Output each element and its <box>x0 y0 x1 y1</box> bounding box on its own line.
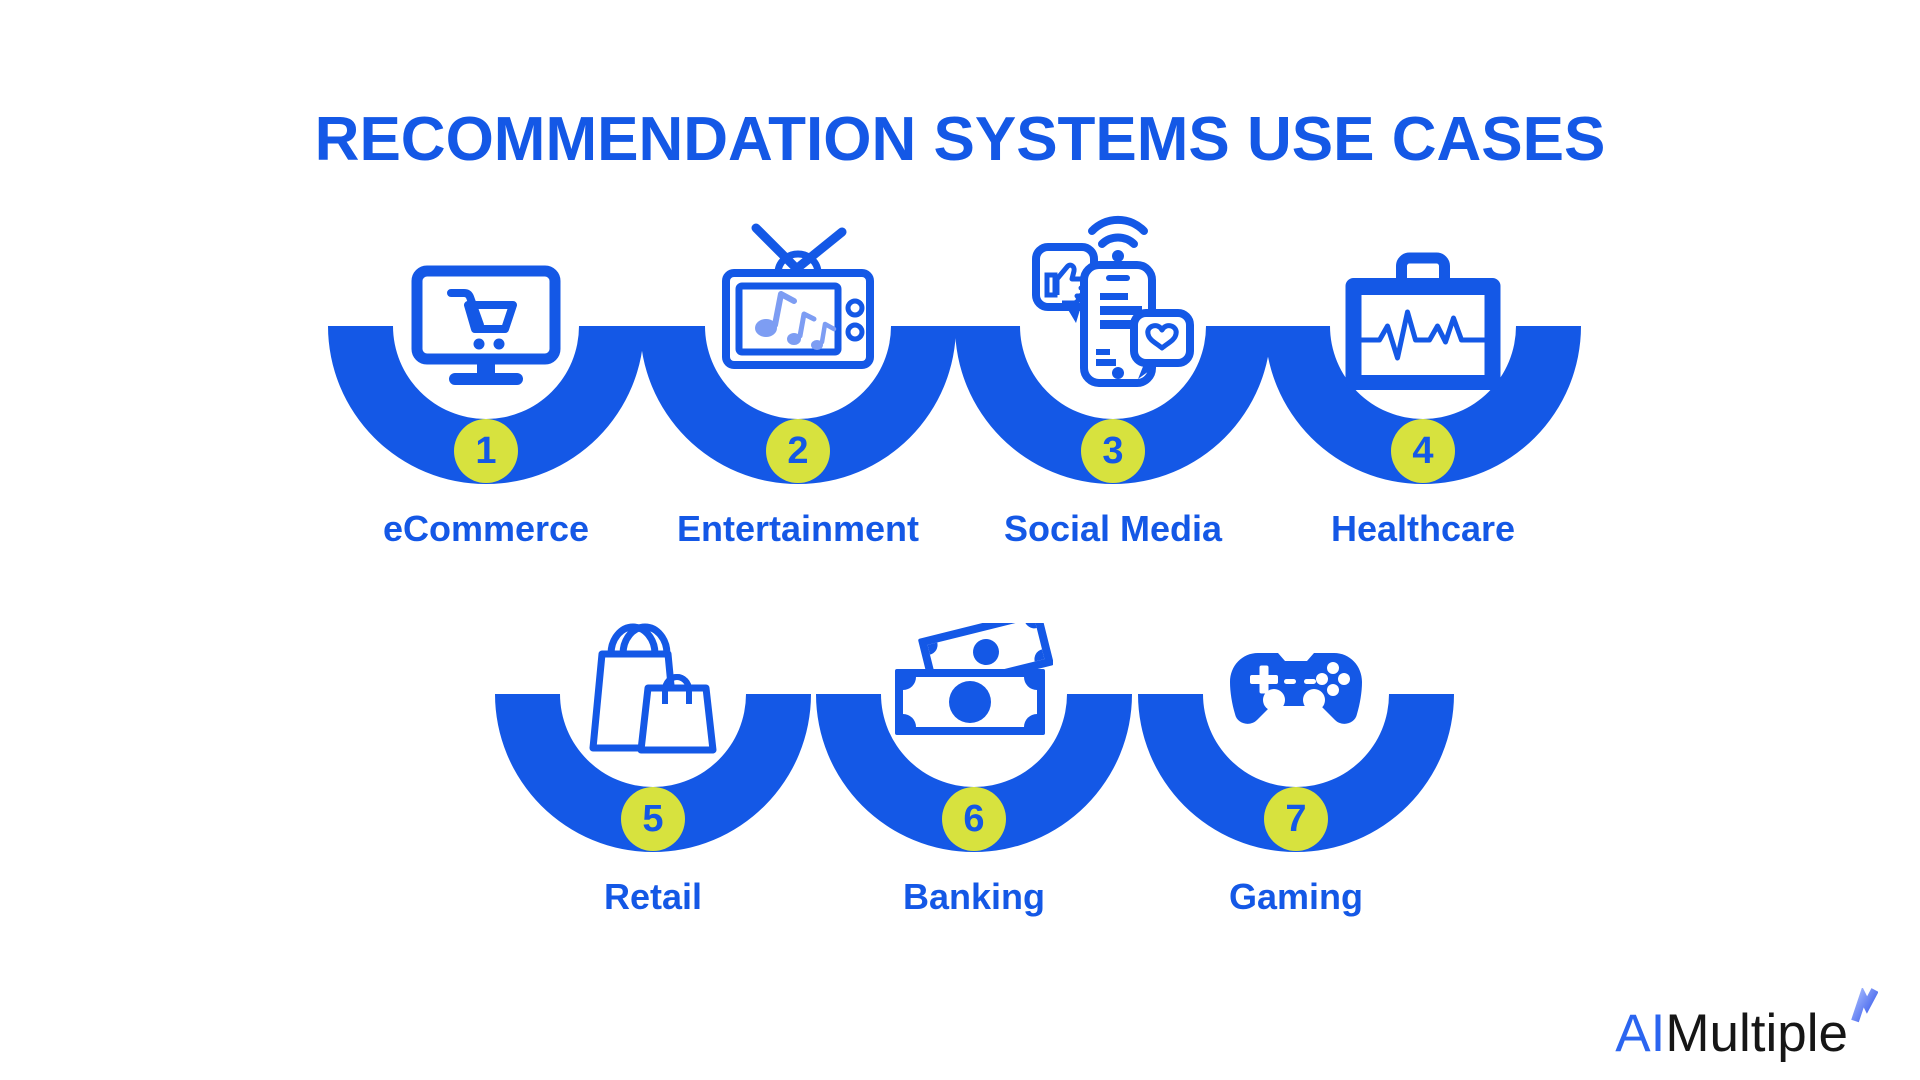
tv-music-icon <box>722 223 874 369</box>
logo-multiple-text: Multiple <box>1665 1004 1848 1063</box>
use-case-label: Social Media <box>1003 508 1223 549</box>
use-case-label: eCommerce <box>382 508 590 549</box>
use-case-label: Retail <box>603 876 703 917</box>
arc-shape <box>1265 326 1581 484</box>
step-number-badge: 4 <box>1391 419 1455 483</box>
infographic-title: RECOMMENDATION SYSTEMS USE CASES <box>314 105 1606 174</box>
arc-shape <box>640 326 956 484</box>
arc-shape <box>1138 694 1454 852</box>
use-case-label: Gaming <box>1228 876 1364 917</box>
arc-shape <box>816 694 1132 852</box>
arc-shape <box>328 326 644 484</box>
step-number-badge: 5 <box>621 787 685 851</box>
monitor-cart-icon <box>411 265 561 385</box>
use-case-label: Entertainment <box>676 508 920 549</box>
shopping-bags-icon <box>589 623 717 754</box>
logo-flash-icon <box>1851 988 1878 1023</box>
step-number-badge: 1 <box>454 419 518 483</box>
use-case-label: Healthcare <box>1330 508 1516 549</box>
arc-shape <box>955 326 1271 484</box>
step-number-badge: 2 <box>766 419 830 483</box>
step-number-badge: 7 <box>1264 787 1328 851</box>
step-number-badge: 6 <box>942 787 1006 851</box>
game-controller-icon <box>1230 653 1362 724</box>
step-number-badge: 3 <box>1081 419 1145 483</box>
use-case-label: Banking <box>902 876 1046 917</box>
arc-shape <box>495 694 811 852</box>
phone-social-icon <box>1032 215 1194 387</box>
medical-kit-icon <box>1345 252 1501 390</box>
banknotes-icon <box>895 623 1053 735</box>
logo-ai-text: AI <box>1615 1004 1666 1063</box>
